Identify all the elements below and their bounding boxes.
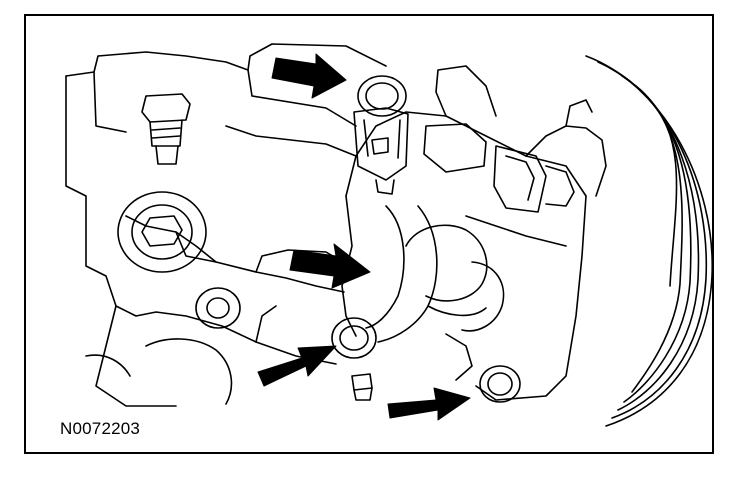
engine-housing [65,43,387,407]
sensor-body [341,65,607,401]
round-boss [117,191,207,273]
oring-lower-left [331,317,377,359]
hose-clamp [423,123,575,213]
upper-connector-arrow [271,53,347,99]
line-drawing [65,43,712,427]
lower-left-oring-arrow [257,345,337,387]
callout-arrows [257,53,471,421]
figure-id-label: N0072203 [60,419,141,438]
coolant-hose [365,205,505,343]
electrical-connector [353,75,409,195]
pulley [585,55,712,427]
hex-bolt [141,93,191,165]
diagram-frame: N0072203 [24,14,714,454]
middle-hose-arrow [289,243,371,289]
small-boss [195,287,241,329]
oring-lower-right [445,333,521,403]
small-stud [351,373,373,401]
lower-right-oring-arrow [387,387,471,421]
